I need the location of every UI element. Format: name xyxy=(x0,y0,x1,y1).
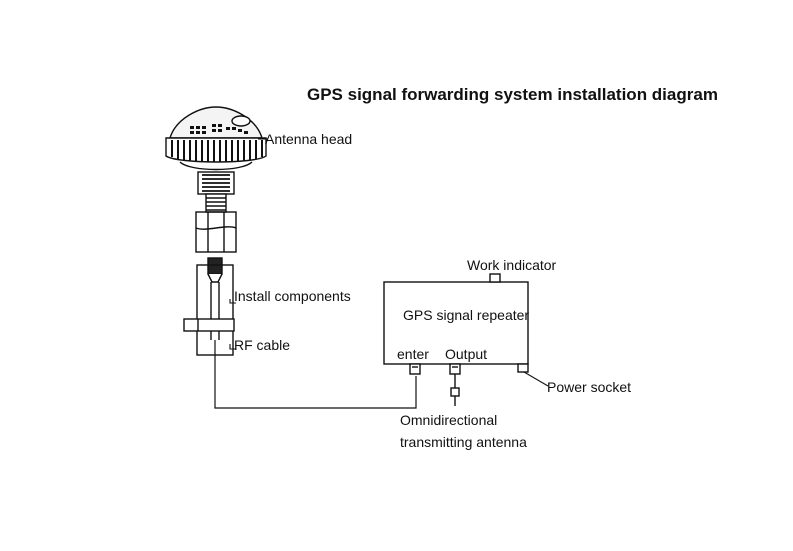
antenna-head xyxy=(165,106,267,171)
label-install-components: Install components xyxy=(234,288,351,304)
page-title: GPS signal forwarding system installatio… xyxy=(307,85,718,104)
label-power-socket: Power socket xyxy=(547,379,632,395)
label-rf-cable: RF cable xyxy=(234,337,291,353)
label-output: Output xyxy=(445,346,488,362)
label-enter: enter xyxy=(397,346,429,362)
antenna-mount xyxy=(195,171,237,253)
rf-cable xyxy=(214,340,417,409)
label-repeater: GPS signal repeater xyxy=(403,307,530,323)
label-work-indicator: Work indicator xyxy=(467,257,557,273)
label-omni-line1: Omnidirectional xyxy=(400,412,498,428)
install-components xyxy=(183,257,235,356)
repeater-box xyxy=(383,273,529,375)
omni-antenna xyxy=(450,374,460,406)
leader-lines xyxy=(229,138,549,387)
label-omni-line2: transmitting antenna xyxy=(400,434,527,450)
label-antenna-head: Antenna head xyxy=(265,131,353,147)
